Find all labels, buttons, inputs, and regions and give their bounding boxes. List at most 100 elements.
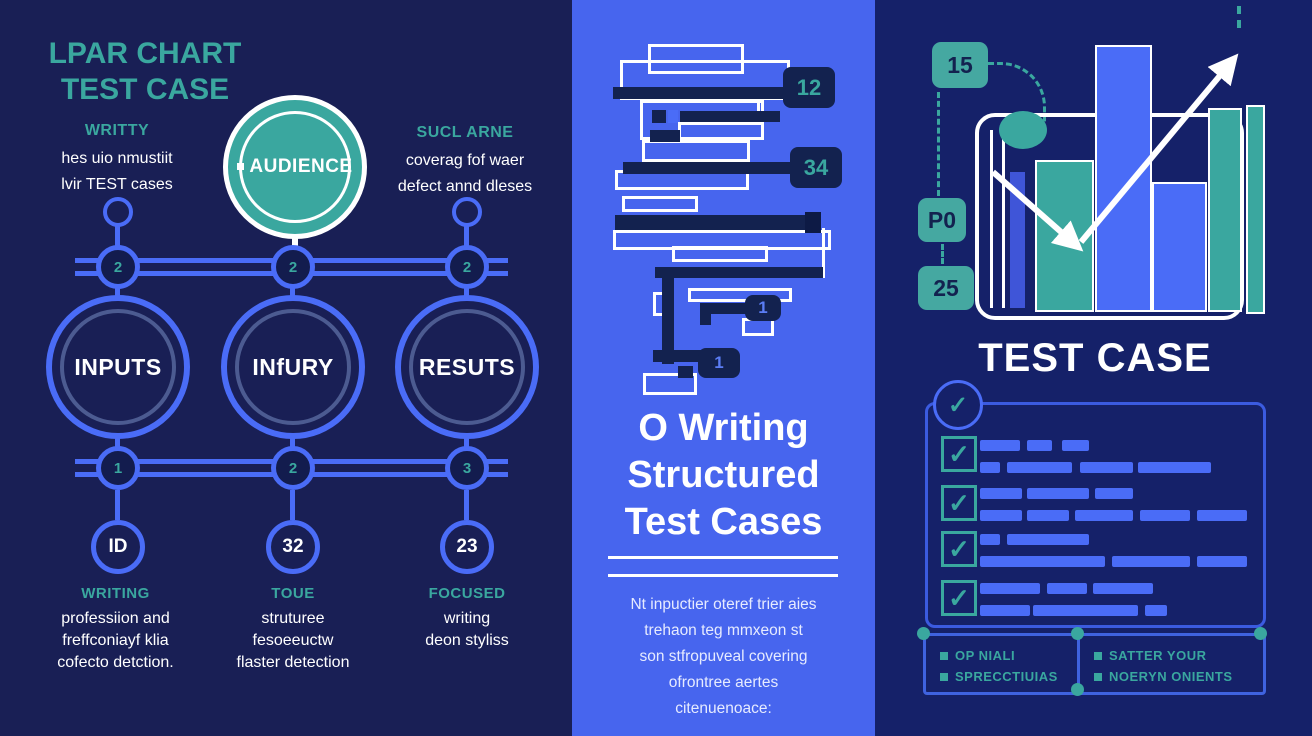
checkbox-icon[interactable]: ✓ [941, 485, 977, 521]
gantt-bar [700, 303, 748, 314]
square-bullet-icon [940, 652, 948, 660]
injury-circle: INfURY [221, 295, 365, 439]
badge-25: 25 [918, 266, 974, 310]
middle-paragraph: Nt inpuctier oteref trier aies trehaon t… [582, 592, 865, 722]
paragraph-line: trehaon teg mmxeon st [644, 622, 803, 639]
checkbox-icon[interactable]: ✓ [941, 580, 977, 616]
gantt-outline [643, 373, 697, 395]
left-panel-title: LPAR CHART TEST CASE [10, 36, 280, 108]
id-circle-1: ID [91, 520, 145, 574]
footer-line: professiion and [61, 610, 170, 627]
inner-ring [60, 309, 176, 425]
redacted-text-bar [1112, 556, 1190, 567]
dashed-connector [941, 244, 964, 264]
inputs-circle: INPUTS [46, 295, 190, 439]
gantt-bar [650, 130, 680, 142]
redacted-text-bar [1027, 488, 1089, 499]
footer-line: cofecto detction. [57, 654, 174, 671]
redacted-text-bar [980, 534, 1000, 545]
stem [464, 433, 469, 447]
redacted-text-bar [1007, 462, 1072, 473]
dashed-tick-top [1237, 6, 1241, 28]
redacted-text-bar [1145, 605, 1167, 616]
footer-box1-line2: SPRECCTIUIAS [940, 666, 1077, 687]
redacted-text-bar [1075, 510, 1133, 521]
middle-panel: 12 34 1 1 O Writing Structured Test Case… [572, 0, 875, 736]
audience-label: AUDIENCE [237, 156, 352, 178]
right-title: TEST CASE [978, 336, 1212, 380]
audience-circle: AUDIENCE [223, 95, 367, 239]
right-note-line2: defect annd dleses [397, 178, 533, 195]
gantt-outline [648, 44, 744, 74]
right-note-line1: coverag fof waer [405, 152, 525, 169]
timeline-top-node-2: 2 [271, 245, 315, 289]
stem [464, 490, 469, 520]
inputs-label: INPUTS [74, 353, 162, 380]
redacted-text-bar [980, 488, 1022, 499]
stem [115, 490, 120, 520]
checkbox-icon[interactable]: ✓ [941, 531, 977, 567]
timeline-top-node-1: 2 [96, 245, 140, 289]
gantt-outline [678, 122, 764, 140]
stem [290, 490, 295, 520]
redacted-text-bar [1062, 440, 1089, 451]
mini-circle-left [103, 197, 133, 227]
right-panel: 15 P0 25 TEST CASE ✓ ✓ [875, 0, 1312, 736]
gantt-bar [680, 111, 780, 122]
mini-stem-right [464, 226, 469, 248]
checkbox-icon[interactable]: ✓ [941, 436, 977, 472]
paragraph-line: Nt inpuctier oteref trier aies [630, 596, 817, 613]
footer-box1-line1: OP NIALI [940, 645, 1077, 666]
middle-title-line2: Structured [627, 454, 820, 496]
redacted-text-bar [1047, 583, 1087, 594]
chart-frame-inner-line [990, 130, 993, 308]
gantt-outline [642, 140, 750, 162]
gantt-bar-blue [668, 110, 678, 123]
left-note: WRITTY hes uio nmustiit lvir TEST cases [12, 118, 222, 198]
redacted-text-bar [980, 556, 1105, 567]
footer-heading: TOUE [271, 585, 315, 602]
gantt-bar [615, 215, 821, 230]
gantt-badge-12: 12 [783, 67, 835, 108]
chart-bar-teal-thin [1246, 105, 1265, 314]
redacted-text-bar [1080, 462, 1133, 473]
footer-box-1: OP NIALI SPRECCTIUIAS [923, 633, 1080, 695]
footer-line: writing [443, 610, 491, 627]
chart-bar-narrow-blue [1010, 172, 1025, 308]
gantt-bar [623, 162, 801, 174]
stem [115, 433, 120, 447]
trend-arrow-icon [991, 53, 1239, 252]
footer-heading: FOCUSED [428, 585, 506, 602]
square-bullet-icon [940, 673, 948, 681]
stem [290, 433, 295, 447]
footer-line: freffconiayf klia [62, 632, 169, 649]
paragraph-line: ofrontree aertes [668, 674, 779, 691]
footer-box2-line1: SATTER YOUR [1094, 645, 1263, 666]
left-note-heading: WRITTY [84, 122, 150, 139]
left-title-line2: TEST CASE [60, 73, 230, 106]
footer-col-2: TOUE struturee fesoeeuctw flaster detect… [203, 583, 383, 674]
redacted-text-bar [980, 605, 1030, 616]
gantt-outline [672, 246, 768, 262]
divider-rule [608, 574, 838, 577]
redacted-text-bar [1093, 583, 1153, 594]
footer-line: deon styliss [425, 632, 509, 649]
divider-rule [608, 556, 838, 559]
results-label: RESUTS [418, 353, 516, 380]
corner-dot [917, 627, 930, 640]
right-note-heading: SUCL ARNE [416, 124, 514, 141]
paragraph-line: son stfropuveal covering [639, 648, 808, 665]
corner-dot [1071, 627, 1084, 640]
redacted-text-bar [980, 510, 1022, 521]
gantt-line [757, 97, 760, 113]
footer-line: fesoeeuctw [252, 632, 334, 649]
gantt-outline [622, 196, 698, 212]
footer-box-2: SATTER YOUR NOERYN ONIENTS [1077, 633, 1266, 695]
square-bullet-icon [237, 163, 245, 171]
gantt-bar [653, 350, 701, 362]
check-circle-icon: ✓ [933, 380, 983, 430]
gantt-bar [678, 366, 693, 378]
redacted-text-bar [1095, 488, 1133, 499]
chart-bar-blue-tall [1095, 45, 1152, 312]
footer-box2-line2: NOERYN ONIENTS [1094, 666, 1263, 687]
